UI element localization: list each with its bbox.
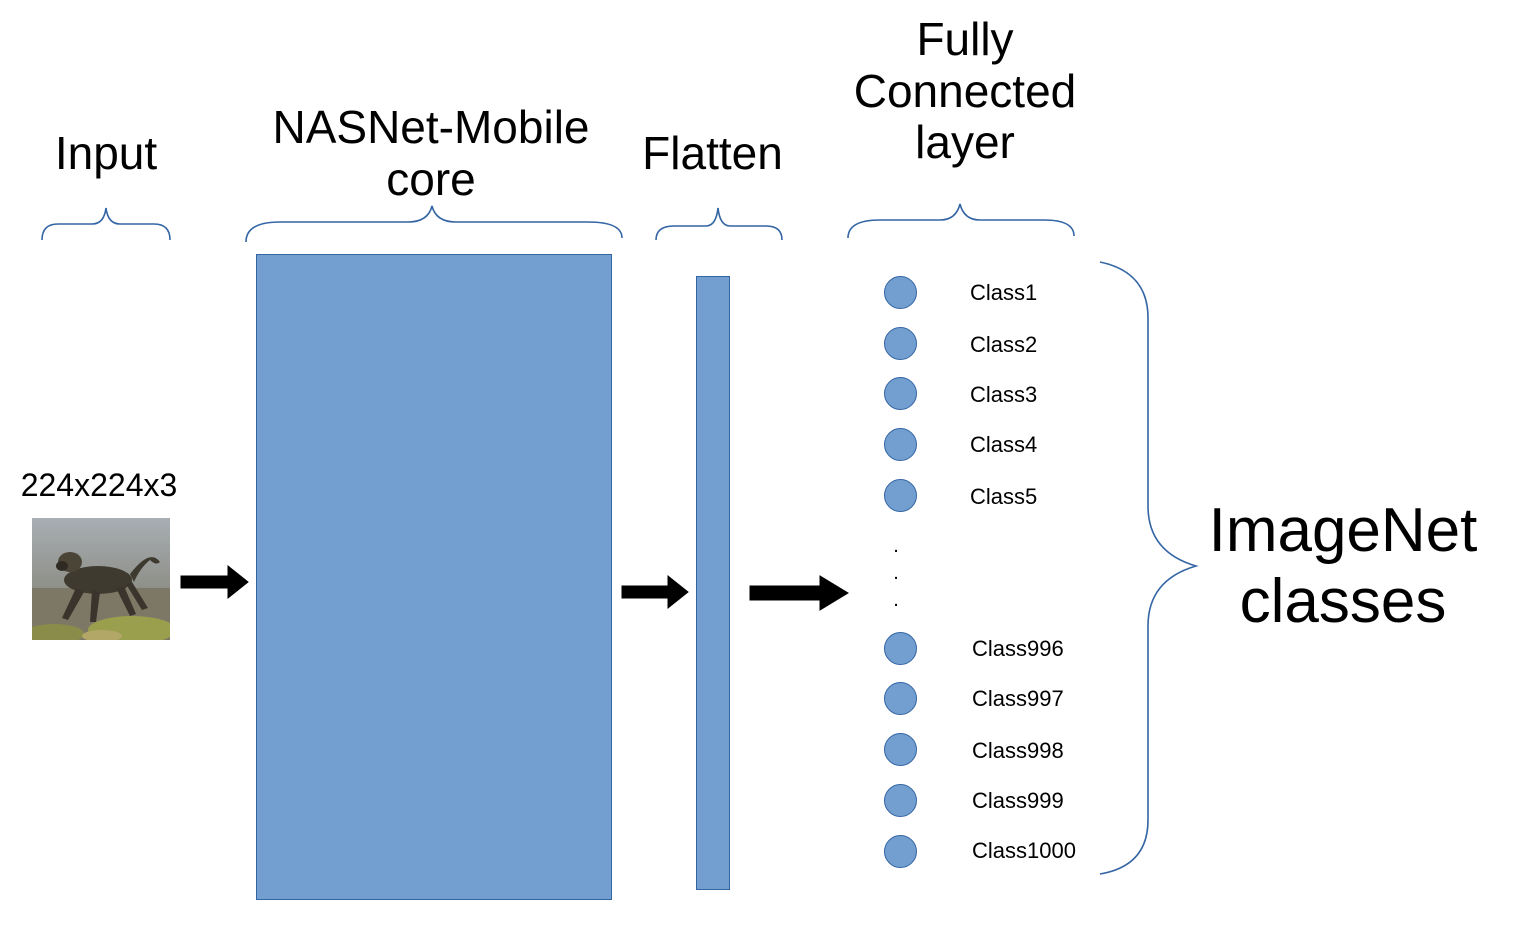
ellipsis-dot: . [893, 535, 899, 557]
input-dimensions: 224x224x3 [20, 467, 178, 503]
class-label: Class998 [972, 738, 1064, 763]
core-brace [245, 205, 623, 243]
class-node [884, 632, 917, 665]
class-node [884, 327, 917, 360]
flatten-block [696, 276, 730, 890]
flatten-brace [655, 207, 783, 241]
fc-title: Fully Connected layer [853, 13, 1077, 169]
ellipsis-dot: . [893, 562, 899, 584]
baboon-photo [32, 518, 170, 640]
class-label: Class3 [970, 382, 1038, 407]
nasnet-core-block [256, 254, 612, 900]
class-node [884, 276, 917, 309]
class-node [884, 835, 917, 868]
class-label: Class1000 [972, 838, 1076, 863]
class-label: Class2 [970, 332, 1038, 357]
imagenet-classes-label: ImageNet classes [1208, 496, 1478, 636]
flatten-title: Flatten [642, 127, 783, 179]
arrow-core-to-flatten [621, 574, 689, 610]
class-node [884, 479, 917, 512]
class-label: Class996 [972, 636, 1064, 661]
arrow-flatten-to-fc [749, 575, 849, 611]
class-node [884, 733, 917, 766]
ellipsis-dot: . [893, 589, 899, 611]
arrow-input-to-core [180, 564, 249, 600]
class-label: Class1 [970, 280, 1038, 305]
class-node [884, 682, 917, 715]
fc-brace [847, 203, 1075, 239]
class-label: Class997 [972, 686, 1064, 711]
class-node [884, 428, 917, 461]
class-label: Class999 [972, 788, 1064, 813]
class-node [884, 784, 917, 817]
imagenet-brace [1099, 261, 1199, 875]
input-brace [41, 207, 171, 241]
core-title: NASNet-Mobile core [272, 101, 590, 205]
class-label: Class4 [970, 432, 1038, 457]
class-label: Class5 [970, 484, 1038, 509]
class-node [884, 377, 917, 410]
input-title: Input [54, 127, 158, 179]
